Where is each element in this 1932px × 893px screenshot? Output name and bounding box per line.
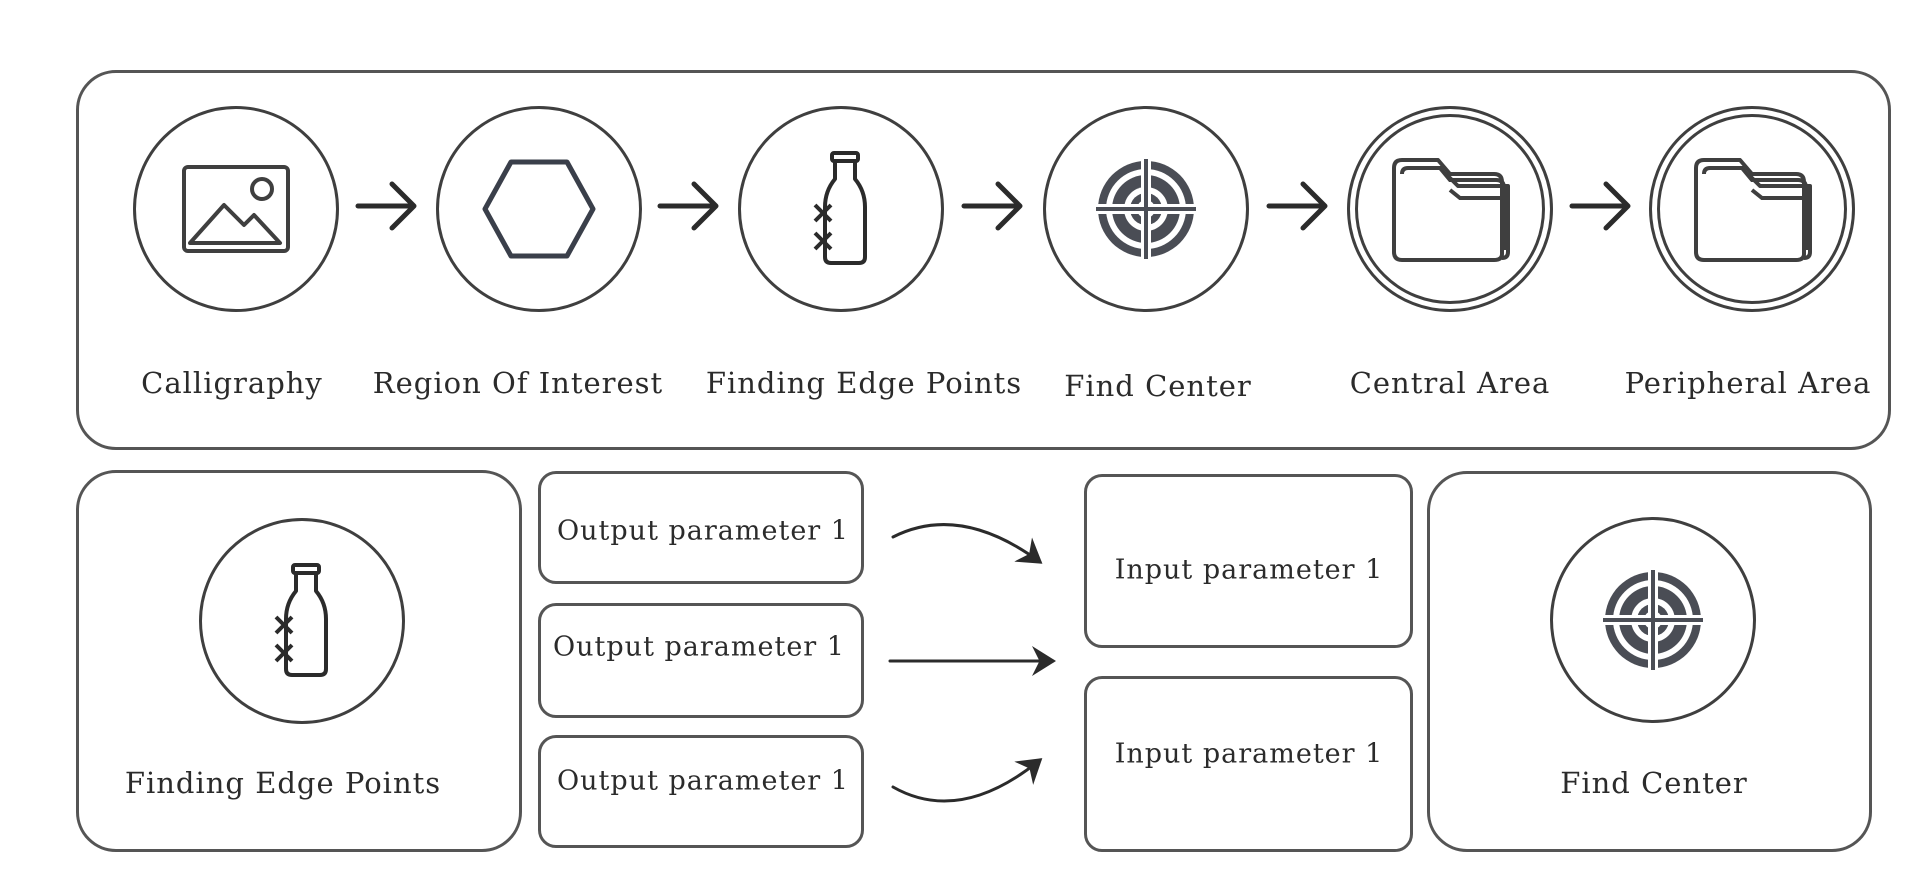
pipeline-panel [76,70,1891,450]
step-label: Peripheral Area [1624,366,1872,400]
flow-arrow [1266,181,1328,231]
bottle-icon [813,151,867,265]
step-finding-edge-points-node [738,106,944,312]
step-peripheral-area-node [1649,106,1855,312]
step-label: Calligraphy [141,366,323,400]
output-parameter-box [538,735,864,848]
output-parameter-label: Output parameter 1 [557,515,849,547]
step-calligraphy-node [133,106,339,312]
step-label: Central Area [1349,366,1551,400]
mapping-arrow [891,523,1043,564]
input-parameter-box [1084,676,1413,852]
step-central-area-node [1347,106,1553,312]
output-parameter-box [538,471,864,584]
step-find-center-node [1043,106,1249,312]
flow-arrow [355,181,417,231]
flow-arrow [961,181,1023,231]
source-node-circle [199,518,405,724]
target-node-circle [1550,517,1756,723]
input-parameter-box [1084,474,1413,648]
source-node-label: Finding Edge Points [124,766,442,800]
step-label: Finding Edge Points [705,366,1023,400]
output-parameter-box [538,603,864,718]
hexagon-icon [482,159,596,259]
output-parameter-label: Output parameter 1 [557,765,849,797]
flow-arrow [1569,181,1631,231]
target-icon [1603,570,1703,670]
bottle-icon [274,563,328,677]
step-label: Region Of Interest [372,366,664,400]
output-parameter-label: Output parameter 1 [553,631,845,663]
mapping-arrow [891,758,1043,803]
input-parameter-label: Input parameter 1 [1114,554,1384,586]
target-node-label: Find Center [1560,766,1748,800]
step-region-of-interest-node [436,106,642,312]
input-parameter-label: Input parameter 1 [1114,738,1384,770]
target-icon [1096,159,1196,259]
flow-arrow [657,181,719,231]
image-icon [182,165,290,253]
step-label: Find Center [1064,369,1252,403]
